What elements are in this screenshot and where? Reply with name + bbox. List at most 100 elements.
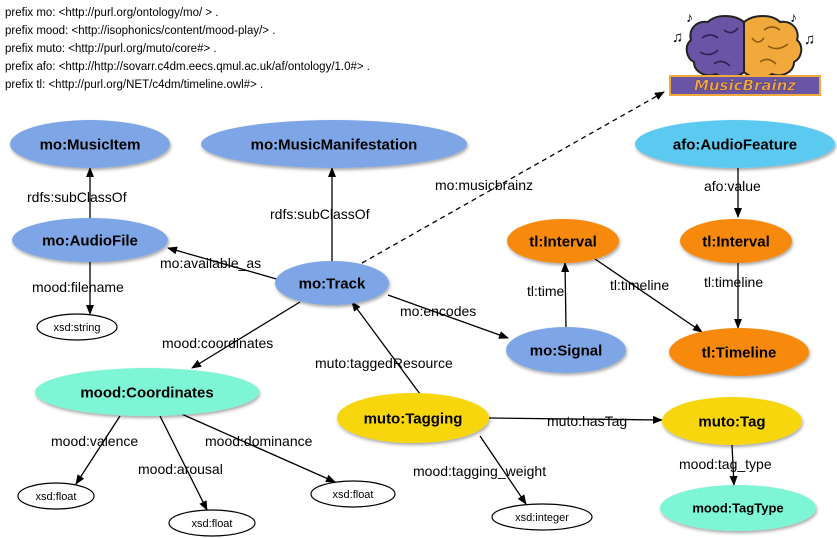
svg-text:♫: ♫	[804, 31, 815, 48]
node-xsdfloat2: xsd:float	[168, 509, 256, 537]
edge-label: mood:tag_type	[679, 456, 772, 472]
logo-wordmark: MusicBrainz	[694, 77, 796, 95]
node-label: xsd:float	[333, 489, 374, 501]
node-tag: muto:Tag	[662, 397, 802, 445]
node-label: xsd:float	[192, 518, 233, 530]
node-label: mo:Signal	[530, 342, 603, 359]
edge-interval1-to-timeline	[594, 258, 703, 333]
node-label: mood:Coordinates	[80, 384, 213, 401]
node-xsdinteger: xsd:integer	[491, 503, 593, 531]
node-tagtype: mood:TagType	[660, 485, 816, 531]
node-audiofile: mo:AudioFile	[12, 218, 168, 262]
edge-label: tl:time	[527, 283, 565, 299]
node-label: tl:Interval	[702, 233, 770, 250]
edge-label: mood:tagging_weight	[413, 463, 546, 479]
node-shape	[337, 393, 489, 443]
edge-label: muto:hasTag	[547, 413, 627, 429]
node-audiofeature: afo:AudioFeature	[635, 120, 835, 168]
prefix-line: prefix mood: <http://isophonics/content/…	[5, 25, 276, 37]
edge-track-to-logo	[361, 91, 665, 264]
edge-label: mo:encodes	[400, 303, 476, 319]
edge-label: mood:dominance	[205, 433, 313, 449]
svg-text:♪: ♪	[790, 9, 797, 25]
prefix-line: prefix tl: <http://purl.org/NET/c4dm/tim…	[5, 79, 264, 91]
edge-tagging-to-xsdinteger	[479, 435, 527, 505]
edge-label: mo:musicbrainz	[435, 177, 533, 193]
node-label: mo:MusicItem	[40, 136, 141, 153]
music-notes-icon: ♫ ♪ ♪ ♫	[672, 9, 815, 48]
edge-tagging-to-track	[351, 301, 421, 395]
node-shape	[507, 219, 619, 263]
svg-text:♪: ♪	[686, 9, 693, 25]
edge-coordinates-to-xsdfloat1	[75, 415, 121, 485]
node-shape	[491, 503, 593, 531]
node-shape	[662, 397, 802, 445]
edge-tag-to-tagtype	[729, 444, 738, 486]
edge-signal-to-interval1	[561, 262, 570, 328]
node-label: xsd:string	[53, 322, 100, 334]
node-label: tl:Interval	[529, 233, 597, 250]
brain-music-notes-icon: ♫ ♪ ♪ ♫ MusicBrainz	[669, 9, 821, 96]
edge-label: tl:timeline	[704, 274, 763, 290]
node-label: mo:AudioFile	[42, 232, 138, 249]
node-shape	[635, 120, 835, 168]
edge-label: mood:valence	[51, 433, 138, 449]
edge-label: mood:coordinates	[162, 335, 273, 351]
node-timeline: tl:Timeline	[669, 328, 809, 376]
node-label: afo:AudioFeature	[673, 136, 797, 153]
node-shape	[680, 219, 792, 263]
node-label: muto:Tag	[698, 413, 765, 430]
edge-label: rdfs:subClassOf	[27, 189, 127, 205]
node-shape	[36, 313, 118, 341]
prefix-line: prefix mo: <http://purl.org/ontology/mo/…	[5, 7, 219, 19]
brain-icon	[685, 15, 803, 79]
edge-track-to-audiofile	[167, 246, 281, 281]
node-shape	[669, 328, 809, 376]
node-label: tl:Timeline	[702, 344, 777, 361]
node-shape	[17, 482, 95, 510]
node-track: mo:Track	[275, 261, 389, 305]
node-shape	[310, 480, 396, 508]
edge-coordinates-to-xsdfloat2	[159, 415, 208, 511]
edge-label: rdfs:subClassOf	[270, 206, 370, 222]
edge-label: muto:taggedResource	[315, 355, 453, 371]
node-interval2: tl:Interval	[680, 219, 792, 263]
edge-track-to-signal	[387, 294, 509, 339]
node-label: mood:TagType	[692, 501, 783, 516]
logo-wordmark-banner	[669, 75, 821, 96]
node-coordinates: mood:Coordinates	[35, 368, 259, 416]
node-tagging: muto:Tagging	[337, 393, 489, 443]
node-label: xsd:integer	[515, 512, 569, 524]
node-interval1: tl:Interval	[507, 219, 619, 263]
edge-tagging-to-tag	[488, 415, 663, 424]
node-musicitem: mo:MusicItem	[10, 120, 170, 168]
edge-track-to-coordinates	[191, 301, 301, 369]
prefix-declarations: prefix mo: <http://purl.org/ontology/mo/…	[5, 4, 645, 94]
node-shape	[506, 327, 626, 373]
prefix-line: prefix afo: <http://http://sovarr.c4dm.e…	[5, 61, 371, 73]
node-shape	[35, 368, 259, 416]
node-shape	[201, 120, 467, 168]
node-xsdstring: xsd:string	[36, 313, 118, 341]
node-shape	[660, 485, 816, 531]
edge-label: mood:filename	[32, 279, 124, 295]
node-musicmanifestation: mo:MusicManifestation	[201, 120, 467, 168]
edge-coordinates-to-xsdfloat3	[176, 411, 336, 483]
node-shape	[12, 218, 168, 262]
node-xsdfloat3: xsd:float	[310, 480, 396, 508]
node-shape	[168, 509, 256, 537]
musicbrainz-logo: ♫ ♪ ♪ ♫ MusicBrainz	[664, 8, 824, 96]
node-shape	[275, 261, 389, 305]
edge-label: mood:arousal	[138, 461, 223, 477]
edge-label: afo:value	[704, 178, 761, 194]
edge-label: mo:available_as	[160, 255, 261, 271]
node-label: xsd:float	[36, 491, 77, 503]
prefix-line: prefix muto: <http://purl.org/muto/core#…	[5, 43, 217, 55]
svg-text:♫: ♫	[672, 29, 683, 46]
node-signal: mo:Signal	[506, 327, 626, 373]
node-label: mo:Track	[299, 275, 366, 292]
edge-label: tl:timeline	[610, 277, 669, 293]
node-label: mo:MusicManifestation	[251, 136, 418, 153]
node-label: muto:Tagging	[364, 410, 463, 427]
